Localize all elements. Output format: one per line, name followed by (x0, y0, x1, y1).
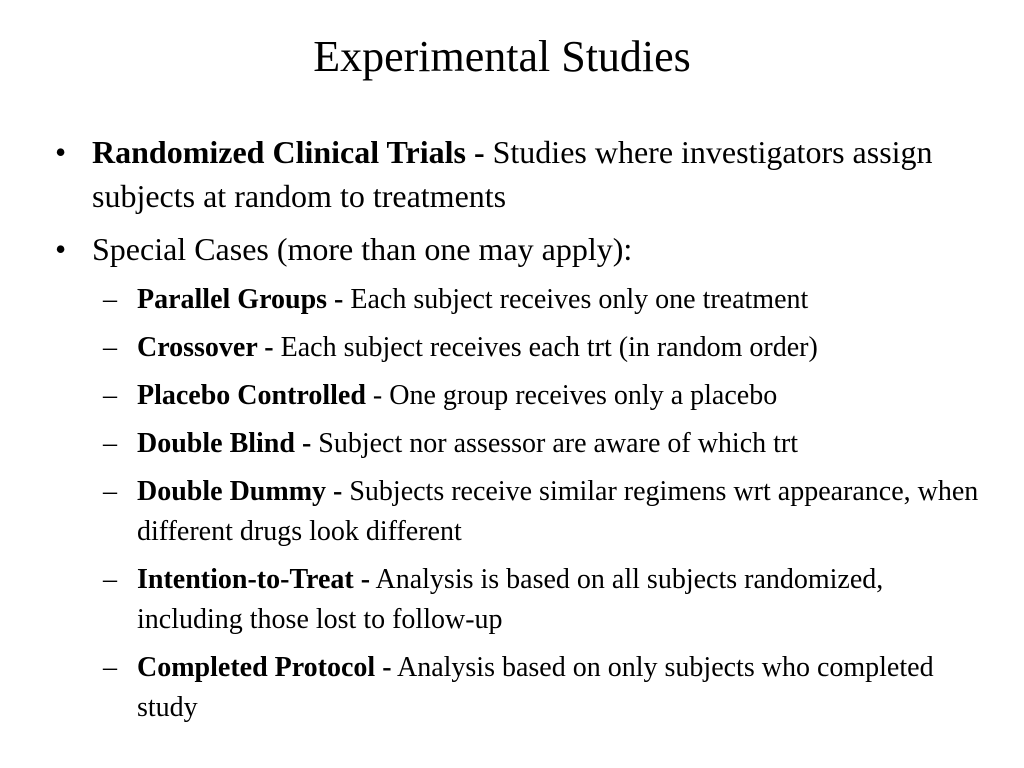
slide-content: • Randomized Clinical Trials - Studies w… (48, 130, 988, 736)
sub-bullet-term: Double Blind - (137, 428, 312, 459)
sub-bullet-term: Placebo Controlled (137, 380, 366, 411)
sub-bullet-text: - One group receives only a placebo (365, 380, 778, 411)
sub-bullet-item: – Double Blind - Subject nor assessor ar… (48, 424, 987, 464)
dash-marker: – (103, 332, 117, 363)
sub-bullet-text: Analysis is based on all subjects random… (137, 564, 884, 635)
sub-bullet-item: – Parallel Groups - Each subject receive… (48, 280, 987, 320)
dash-marker: – (103, 380, 117, 411)
sub-bullet-text: Subjects receive similar regimens wrt ap… (137, 476, 979, 547)
sub-bullet-text: Subject nor assessor are aware of which … (311, 428, 798, 459)
sub-bullet-term: Crossover - (137, 332, 274, 363)
slide-title: Experimental Studies (313, 32, 691, 81)
sub-bullet-item: – Intention-to-Treat - Analysis is based… (48, 560, 987, 640)
bullet-text: Special Cases (more than one may apply): (92, 231, 633, 267)
sub-bullet-term: Parallel Groups - (137, 284, 344, 315)
bullet-marker: • (55, 134, 67, 170)
bullet-marker: • (55, 231, 67, 267)
dash-marker: – (103, 284, 117, 315)
bullet-term: Randomized Clinical Trials - (92, 134, 485, 170)
sub-bullet-item: – Completed Protocol - Analysis based on… (48, 648, 987, 728)
sub-bullet-term: Double Dummy - (137, 476, 343, 507)
bullet-text: Studies where investigators assign subje… (92, 134, 933, 214)
bullet-item: • Special Cases (more than one may apply… (48, 227, 988, 271)
sub-bullet-term: Completed Protocol - (137, 652, 392, 683)
dash-marker: – (103, 652, 117, 683)
dash-marker: – (103, 428, 117, 459)
sub-bullet-term: Intention-to-Treat - (137, 564, 371, 595)
sub-bullet-text: Analysis based on only subjects who comp… (137, 652, 934, 723)
sub-bullet-item: – Crossover - Each subject receives each… (48, 328, 987, 368)
sub-bullet-item: – Placebo Controlled - One group receive… (48, 376, 987, 416)
dash-marker: – (103, 564, 117, 595)
sub-bullet-text: Each subject receives only one treatment (343, 284, 809, 315)
dash-marker: – (103, 476, 117, 507)
sub-bullet-item: – Double Dummy - Subjects receive simila… (48, 472, 987, 552)
sub-bullet-text: Each subject receives each trt (in rando… (273, 332, 818, 363)
bullet-item: • Randomized Clinical Trials - Studies w… (48, 130, 988, 218)
